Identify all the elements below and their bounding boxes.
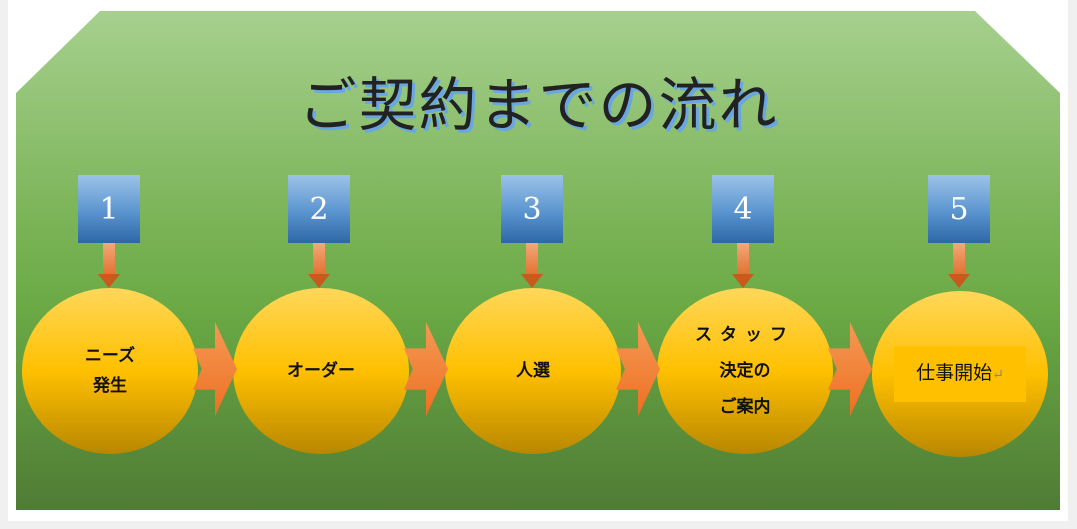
step-label: 仕事開始 [916, 362, 993, 384]
step-label: 人選 [516, 361, 550, 381]
arrow-tip [948, 274, 970, 288]
down-arrow-icon [526, 243, 538, 276]
step-circle-1: ニーズ発生 [22, 288, 198, 454]
down-arrow-icon [313, 243, 325, 276]
arrow-tip [521, 274, 543, 288]
arrow-tip [308, 274, 330, 288]
left-margin [0, 0, 8, 529]
right-margin [1068, 0, 1077, 529]
step-number-5: 5 [928, 175, 990, 243]
step-circle-5: 仕事開始↵ [872, 291, 1048, 457]
step-number-4: 4 [712, 175, 774, 243]
step-label: 決定の [719, 361, 771, 381]
step-label: ご案内 [719, 397, 771, 417]
diagram-title: ご契約までの流れ [298, 71, 779, 139]
return-mark: ↵ [992, 367, 1004, 383]
down-arrow-icon [737, 243, 749, 276]
down-arrow-icon [103, 243, 115, 276]
step-label: 発生 [93, 376, 127, 396]
step-number-3: 3 [501, 175, 563, 243]
down-arrow-icon [953, 243, 965, 276]
step-number-1: 1 [78, 175, 140, 243]
step-label: スタッフ [695, 325, 795, 345]
arrow-tip [98, 274, 120, 288]
step-circle-4: スタッフ決定のご案内 [657, 288, 833, 454]
step-label: オーダー [287, 361, 355, 381]
step-number-2: 2 [288, 175, 350, 243]
bottom-margin [0, 521, 1077, 529]
arrow-tip [732, 274, 754, 288]
step-circle-3: 人選 [445, 288, 621, 454]
step-circle-2: オーダー [233, 288, 409, 454]
step-label: ニーズ [84, 346, 136, 366]
step-label-box: 仕事開始↵ [894, 346, 1026, 402]
